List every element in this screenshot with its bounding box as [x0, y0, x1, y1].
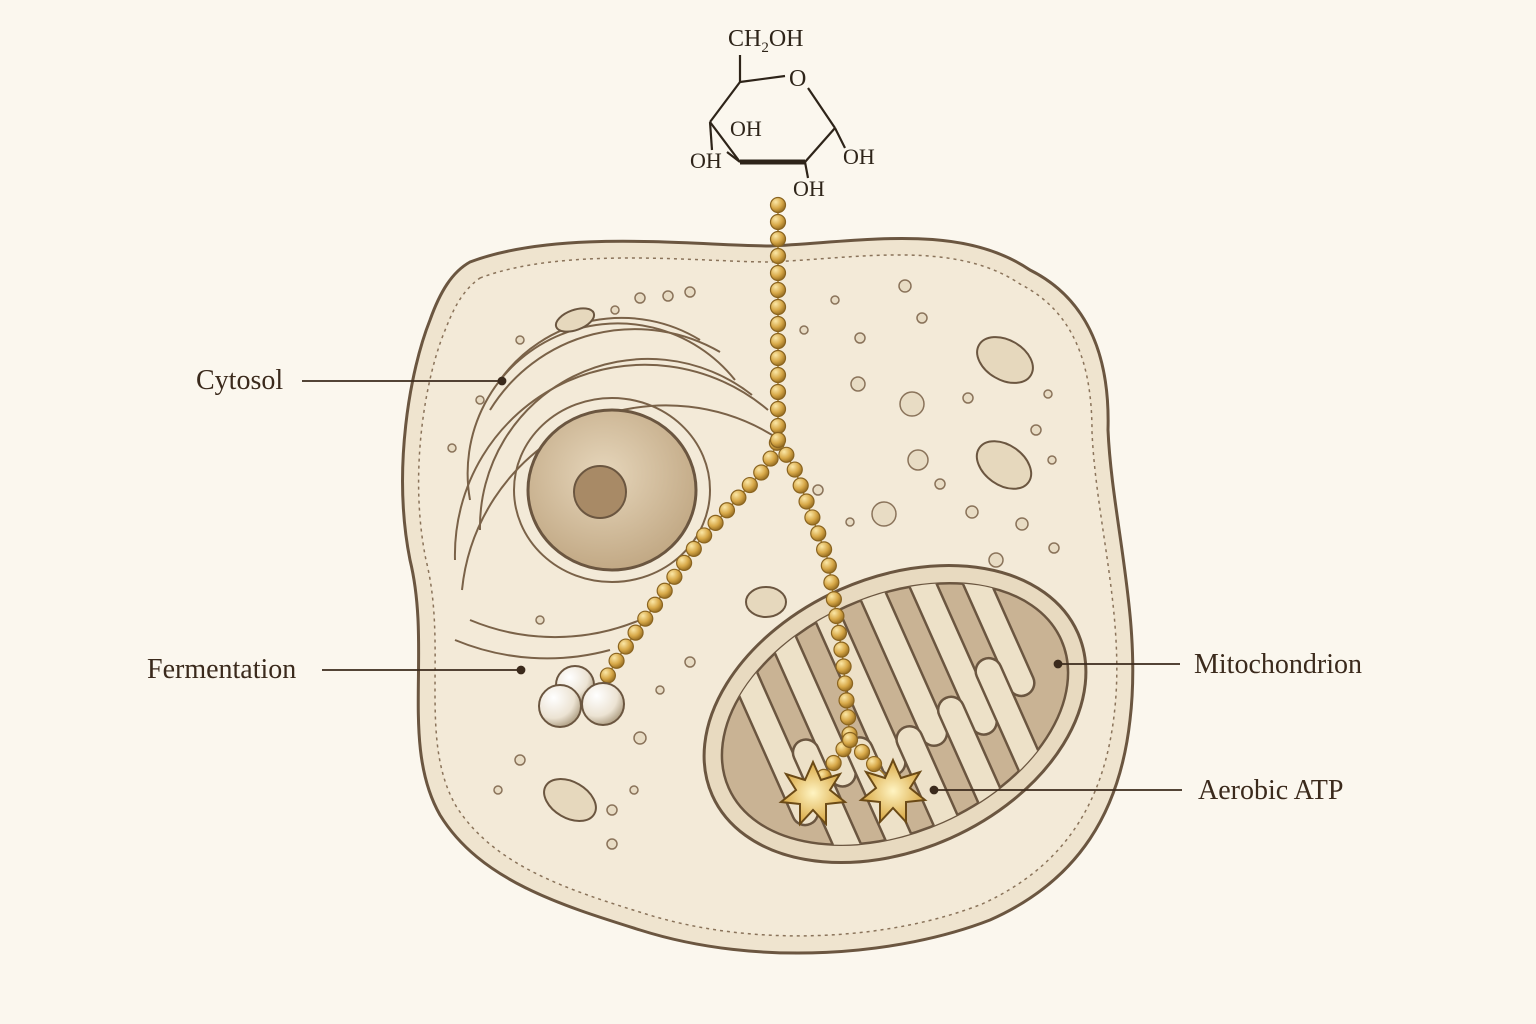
bead	[810, 525, 827, 542]
bead	[769, 230, 787, 248]
bead	[853, 743, 871, 761]
bead	[769, 417, 787, 435]
bead	[676, 554, 693, 571]
bead	[804, 509, 821, 526]
nucleolus	[573, 465, 627, 519]
mitochondrion-label: Mitochondrion	[1194, 649, 1362, 680]
aerobic-atp-label: Aerobic ATP	[1198, 775, 1344, 806]
bead	[815, 541, 833, 558]
bead	[838, 692, 855, 709]
bead	[825, 754, 842, 772]
bead	[656, 582, 673, 599]
oh-right-text: OH	[843, 144, 875, 169]
atp-star-2	[858, 757, 928, 825]
bead	[823, 574, 840, 591]
bead	[637, 610, 654, 627]
fermentation-label: Fermentation	[147, 654, 297, 685]
bead	[778, 446, 795, 463]
bead	[608, 652, 625, 669]
bead	[792, 477, 809, 494]
bead	[599, 667, 616, 684]
fermentation-product	[538, 665, 625, 728]
bead	[830, 624, 848, 641]
bead	[769, 349, 787, 367]
ring-oxygen-text: O	[789, 66, 806, 92]
atp-star-1	[778, 759, 848, 827]
bead	[769, 196, 787, 214]
bead	[828, 607, 845, 625]
bead	[769, 213, 787, 231]
bead	[685, 540, 702, 557]
bead	[769, 281, 787, 299]
ch2oh-text: CH2OH	[728, 26, 804, 56]
bead	[839, 709, 857, 726]
bead	[820, 557, 837, 574]
oh-inner-text: OH	[730, 116, 762, 141]
small-mitochondria	[543, 307, 1034, 822]
glucose-labels: CH2OH O OH OH OH OH	[690, 26, 875, 201]
vesicles	[447, 279, 1060, 850]
bead	[835, 658, 852, 675]
bead	[786, 461, 803, 478]
bead	[836, 675, 854, 692]
bead	[865, 755, 883, 773]
oh-bottom-text: OH	[793, 176, 825, 201]
glucose-molecule	[708, 55, 846, 179]
bead	[769, 247, 787, 265]
bead	[696, 527, 713, 544]
bead	[730, 489, 747, 506]
bead	[769, 383, 787, 401]
bead	[646, 596, 664, 613]
nucleus	[513, 397, 711, 583]
bead	[617, 638, 634, 655]
leader-lines	[302, 376, 1182, 795]
bead	[666, 568, 683, 585]
glucose-bead-chain	[599, 196, 886, 786]
bead	[798, 493, 815, 510]
bead	[769, 431, 787, 449]
bead	[833, 641, 850, 658]
bead	[841, 731, 859, 749]
bead	[769, 298, 787, 316]
bead	[769, 366, 787, 384]
bead	[762, 450, 779, 467]
bead	[769, 332, 787, 350]
bead	[753, 464, 770, 481]
cytosol-label: Cytosol	[196, 365, 284, 396]
oh-left-text: OH	[690, 148, 722, 173]
bead	[825, 591, 842, 608]
bead	[741, 476, 758, 494]
bead	[769, 315, 787, 333]
endoplasmic-reticulum	[453, 316, 781, 660]
bead	[707, 514, 724, 531]
bead	[627, 624, 644, 641]
bead	[769, 400, 787, 418]
bead	[718, 502, 736, 519]
bead	[769, 264, 787, 282]
